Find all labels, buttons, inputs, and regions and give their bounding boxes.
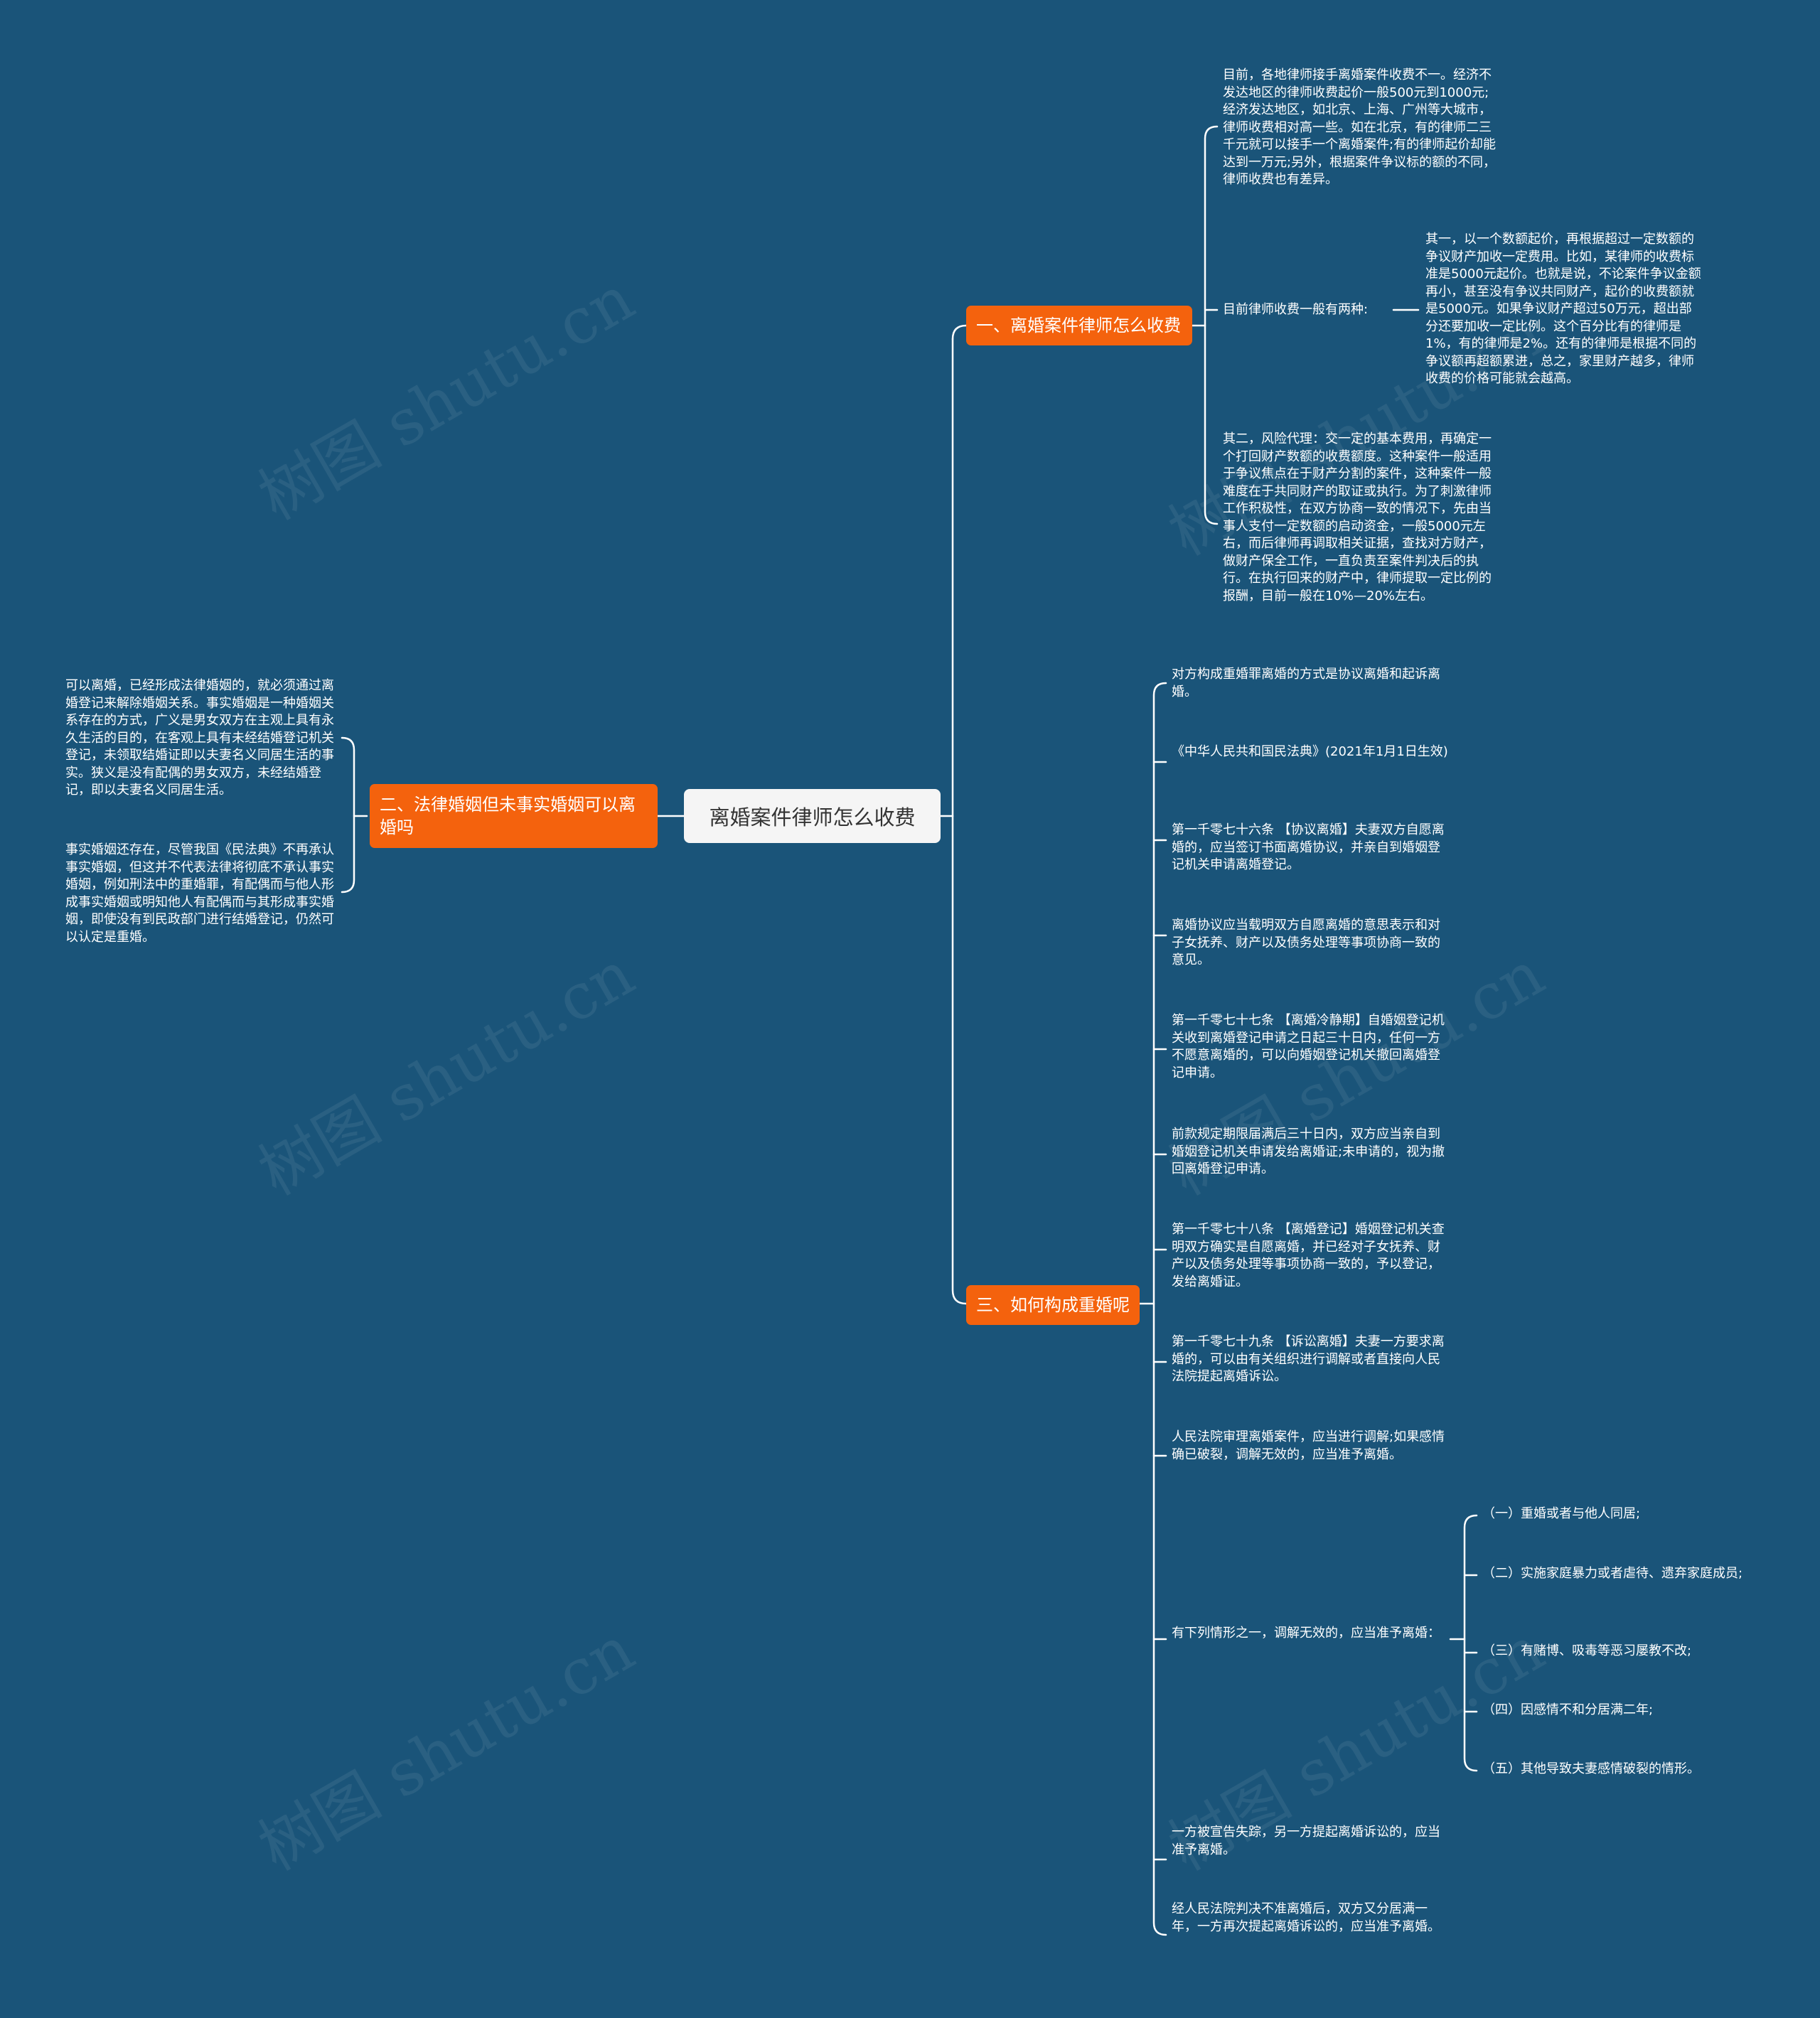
connector-b2-children — [341, 736, 355, 893]
leaf-case: （二）实施家庭暴力或者虐待、遗弃家庭成员; — [1482, 1566, 1743, 1581]
leaf-case: （五）其他导致夫妻感情破裂的情形。 — [1482, 1761, 1700, 1776]
leaf-fee-kind-2: 其二，风险代理：交一定的基本费用，再确定一个打回财产数额的收费额度。这种案件一般… — [1223, 431, 1492, 603]
leaf-fee-kind-1: 其一，以一个数额起价，再根据超过一定数额的争议财产加收一定费用。比如，某律师的收… — [1425, 232, 1701, 386]
leaf-fee-intro: 目前，各地律师接手离婚案件收费不一。经济不发达地区的律师收费起价一般500元到1… — [1223, 68, 1497, 187]
leaf-b3-item: 第一千零七十六条 【协议离婚】夫妻双方自愿离婚的，应当签订书面离婚协议，并亲自到… — [1172, 822, 1445, 872]
connector-root-b3 — [951, 338, 968, 1305]
leaf-b3-item: 对方构成重婚罪离婚的方式是协议离婚和起诉离婚。 — [1172, 667, 1440, 699]
leaf-b3-item: 人民法院审理离婚案件，应当进行调解;如果感情确已破裂，调解无效的，应当准予离婚。 — [1172, 1429, 1445, 1462]
leaf-case: （三）有赌博、吸毒等恶习屡教不改; — [1482, 1643, 1692, 1658]
leaf-b3-item: 第一千零七十九条 【诉讼离婚】夫妻一方要求离婚的，可以由有关组织进行调解或者直接… — [1172, 1334, 1445, 1384]
leaf-b3-item: 离婚协议应当载明双方自愿离婚的意思表示和对子女抚养、财产以及债务处理等事项协商一… — [1172, 918, 1440, 967]
leaf-b3-cases-intro: 有下列情形之一，调解无效的，应当准予离婚： — [1172, 1626, 1440, 1641]
root-topic[interactable]: 离婚案件律师怎么收费 — [684, 789, 941, 843]
leaf-two-kinds: 目前律师收费一般有两种: — [1223, 302, 1369, 317]
leaf-b3-item: 一方被宣告失踪，另一方提起离婚诉讼的，应当准予离婚。 — [1172, 1825, 1440, 1857]
connector-root-b1 — [951, 324, 968, 340]
leaf-b3-item: 前款规定期限届满后三十日内，双方应当亲自到婚姻登记机关申请发给离婚证;未申请的，… — [1172, 1127, 1445, 1176]
leaf-divorce-possible: 可以离婚，已经形成法律婚姻的，就必须通过离婚登记来解除婚姻关系。事实婚姻是一种婚… — [65, 678, 334, 798]
connector-cases — [1463, 1514, 1478, 1772]
leaf-b3-item: 第一千零七十八条 【离婚登记】婚姻登记机关查明双方确实是自愿离婚，并已经对子女抚… — [1172, 1222, 1445, 1289]
branch-legal-marriage[interactable]: 二、法律婚姻但未事实婚姻可以离婚吗 — [370, 784, 658, 848]
connector-b3-items — [1152, 761, 1167, 1861]
leaf-b3-item: 经人民法院判决不准离婚后，双方又分居满一年，一方再次提起离婚诉讼的，应当准予离婚… — [1172, 1901, 1440, 1934]
leaf-b3-item: 第一千零七十七条 【离婚冷静期】自婚姻登记机关收到离婚登记申请之日起三十日内，任… — [1172, 1013, 1445, 1080]
leaf-de-facto-marriage: 事实婚姻还存在，尽管我国《民法典》不再承认事实婚姻，但这并不代表法律将彻底不承认… — [65, 842, 334, 945]
leaf-b3-item: 《中华人民共和国民法典》(2021年1月1日生效) — [1172, 744, 1448, 759]
leaf-case: （四）因感情不和分居满二年; — [1482, 1702, 1654, 1717]
connector-b1-children — [1204, 125, 1219, 525]
branch-lawyer-fees[interactable]: 一、离婚案件律师怎么收费 — [966, 306, 1192, 345]
branch-bigamy[interactable]: 三、如何构成重婚呢 — [966, 1285, 1140, 1325]
connector-b3-spine — [1152, 682, 1167, 1936]
leaf-case: （一）重婚或者与他人同居; — [1482, 1506, 1641, 1521]
